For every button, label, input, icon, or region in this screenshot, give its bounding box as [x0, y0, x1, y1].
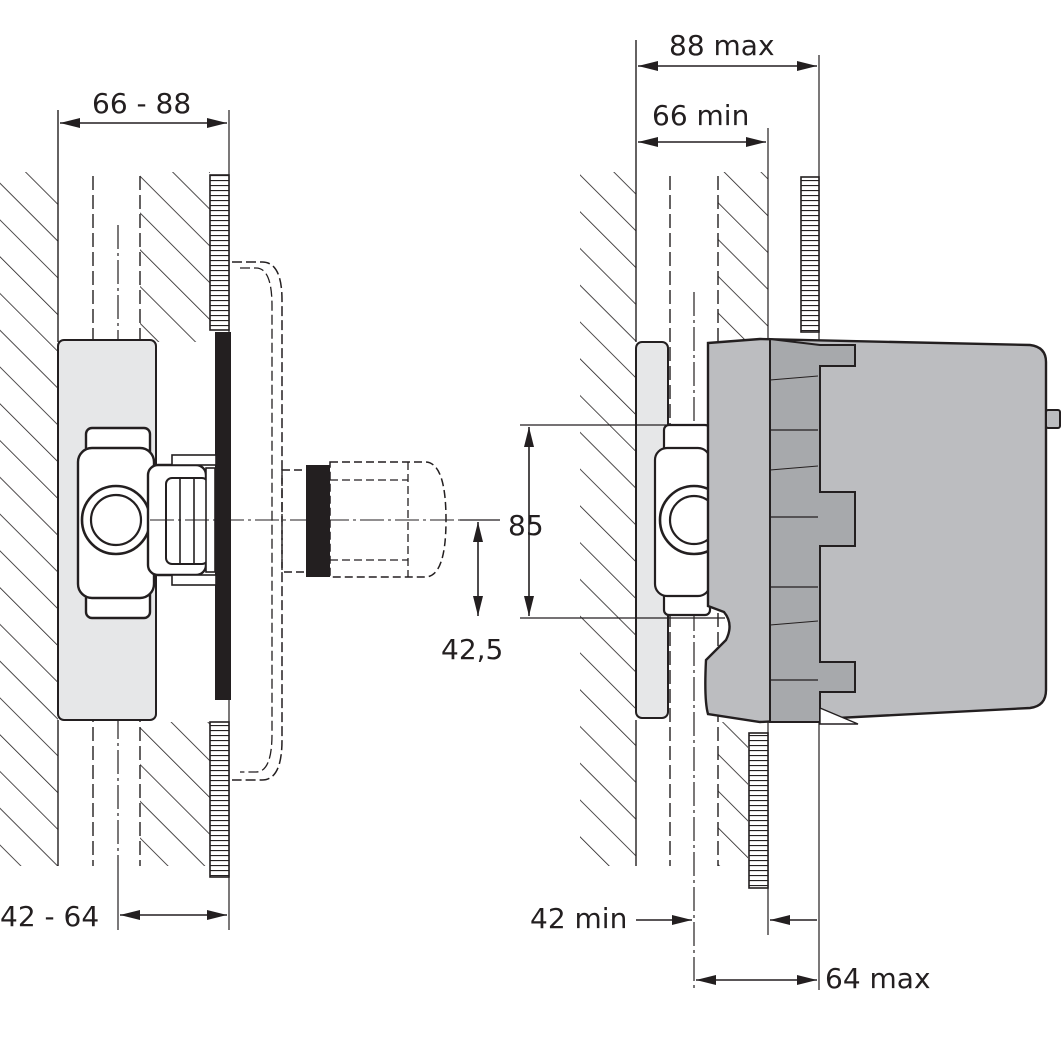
left-assembly	[0, 110, 500, 930]
left-valve-body	[76, 426, 217, 620]
right-wall-hatch-inner	[718, 172, 768, 342]
left-wall-hatch-inner	[140, 172, 210, 342]
left-wall-hatch-outer	[0, 172, 58, 866]
left-wall-hatch-inner-bottom	[140, 722, 210, 866]
right-wall-hatch-outer	[580, 172, 636, 866]
dim-label-right-bottom-right: 64 max	[825, 962, 931, 995]
left-tile-top	[209, 174, 230, 331]
right-wall-hatch-inner-bottom	[718, 722, 748, 866]
right-assembly	[460, 40, 1061, 990]
dim-label-right-top-inner: 66 min	[652, 99, 750, 132]
left-cover-plate-dashed	[232, 261, 283, 781]
dim-label-left-bottom: 42 - 64	[0, 900, 100, 933]
right-installation-box	[704, 337, 1061, 725]
left-tile-bottom	[209, 721, 230, 878]
dim-label-right-top-outer: 88 max	[669, 29, 775, 62]
dim-label-right-bottom-left: 42 min	[530, 902, 628, 935]
dim-label-height-42-5: 42,5	[441, 633, 504, 666]
left-spindle-dashed	[281, 461, 447, 578]
dim-label-height-85: 85	[508, 509, 544, 542]
right-tile-top	[800, 176, 820, 333]
left-gasket	[215, 332, 231, 700]
dim-label-left-top: 66 - 88	[92, 87, 192, 120]
right-tile-bottom	[748, 732, 769, 889]
